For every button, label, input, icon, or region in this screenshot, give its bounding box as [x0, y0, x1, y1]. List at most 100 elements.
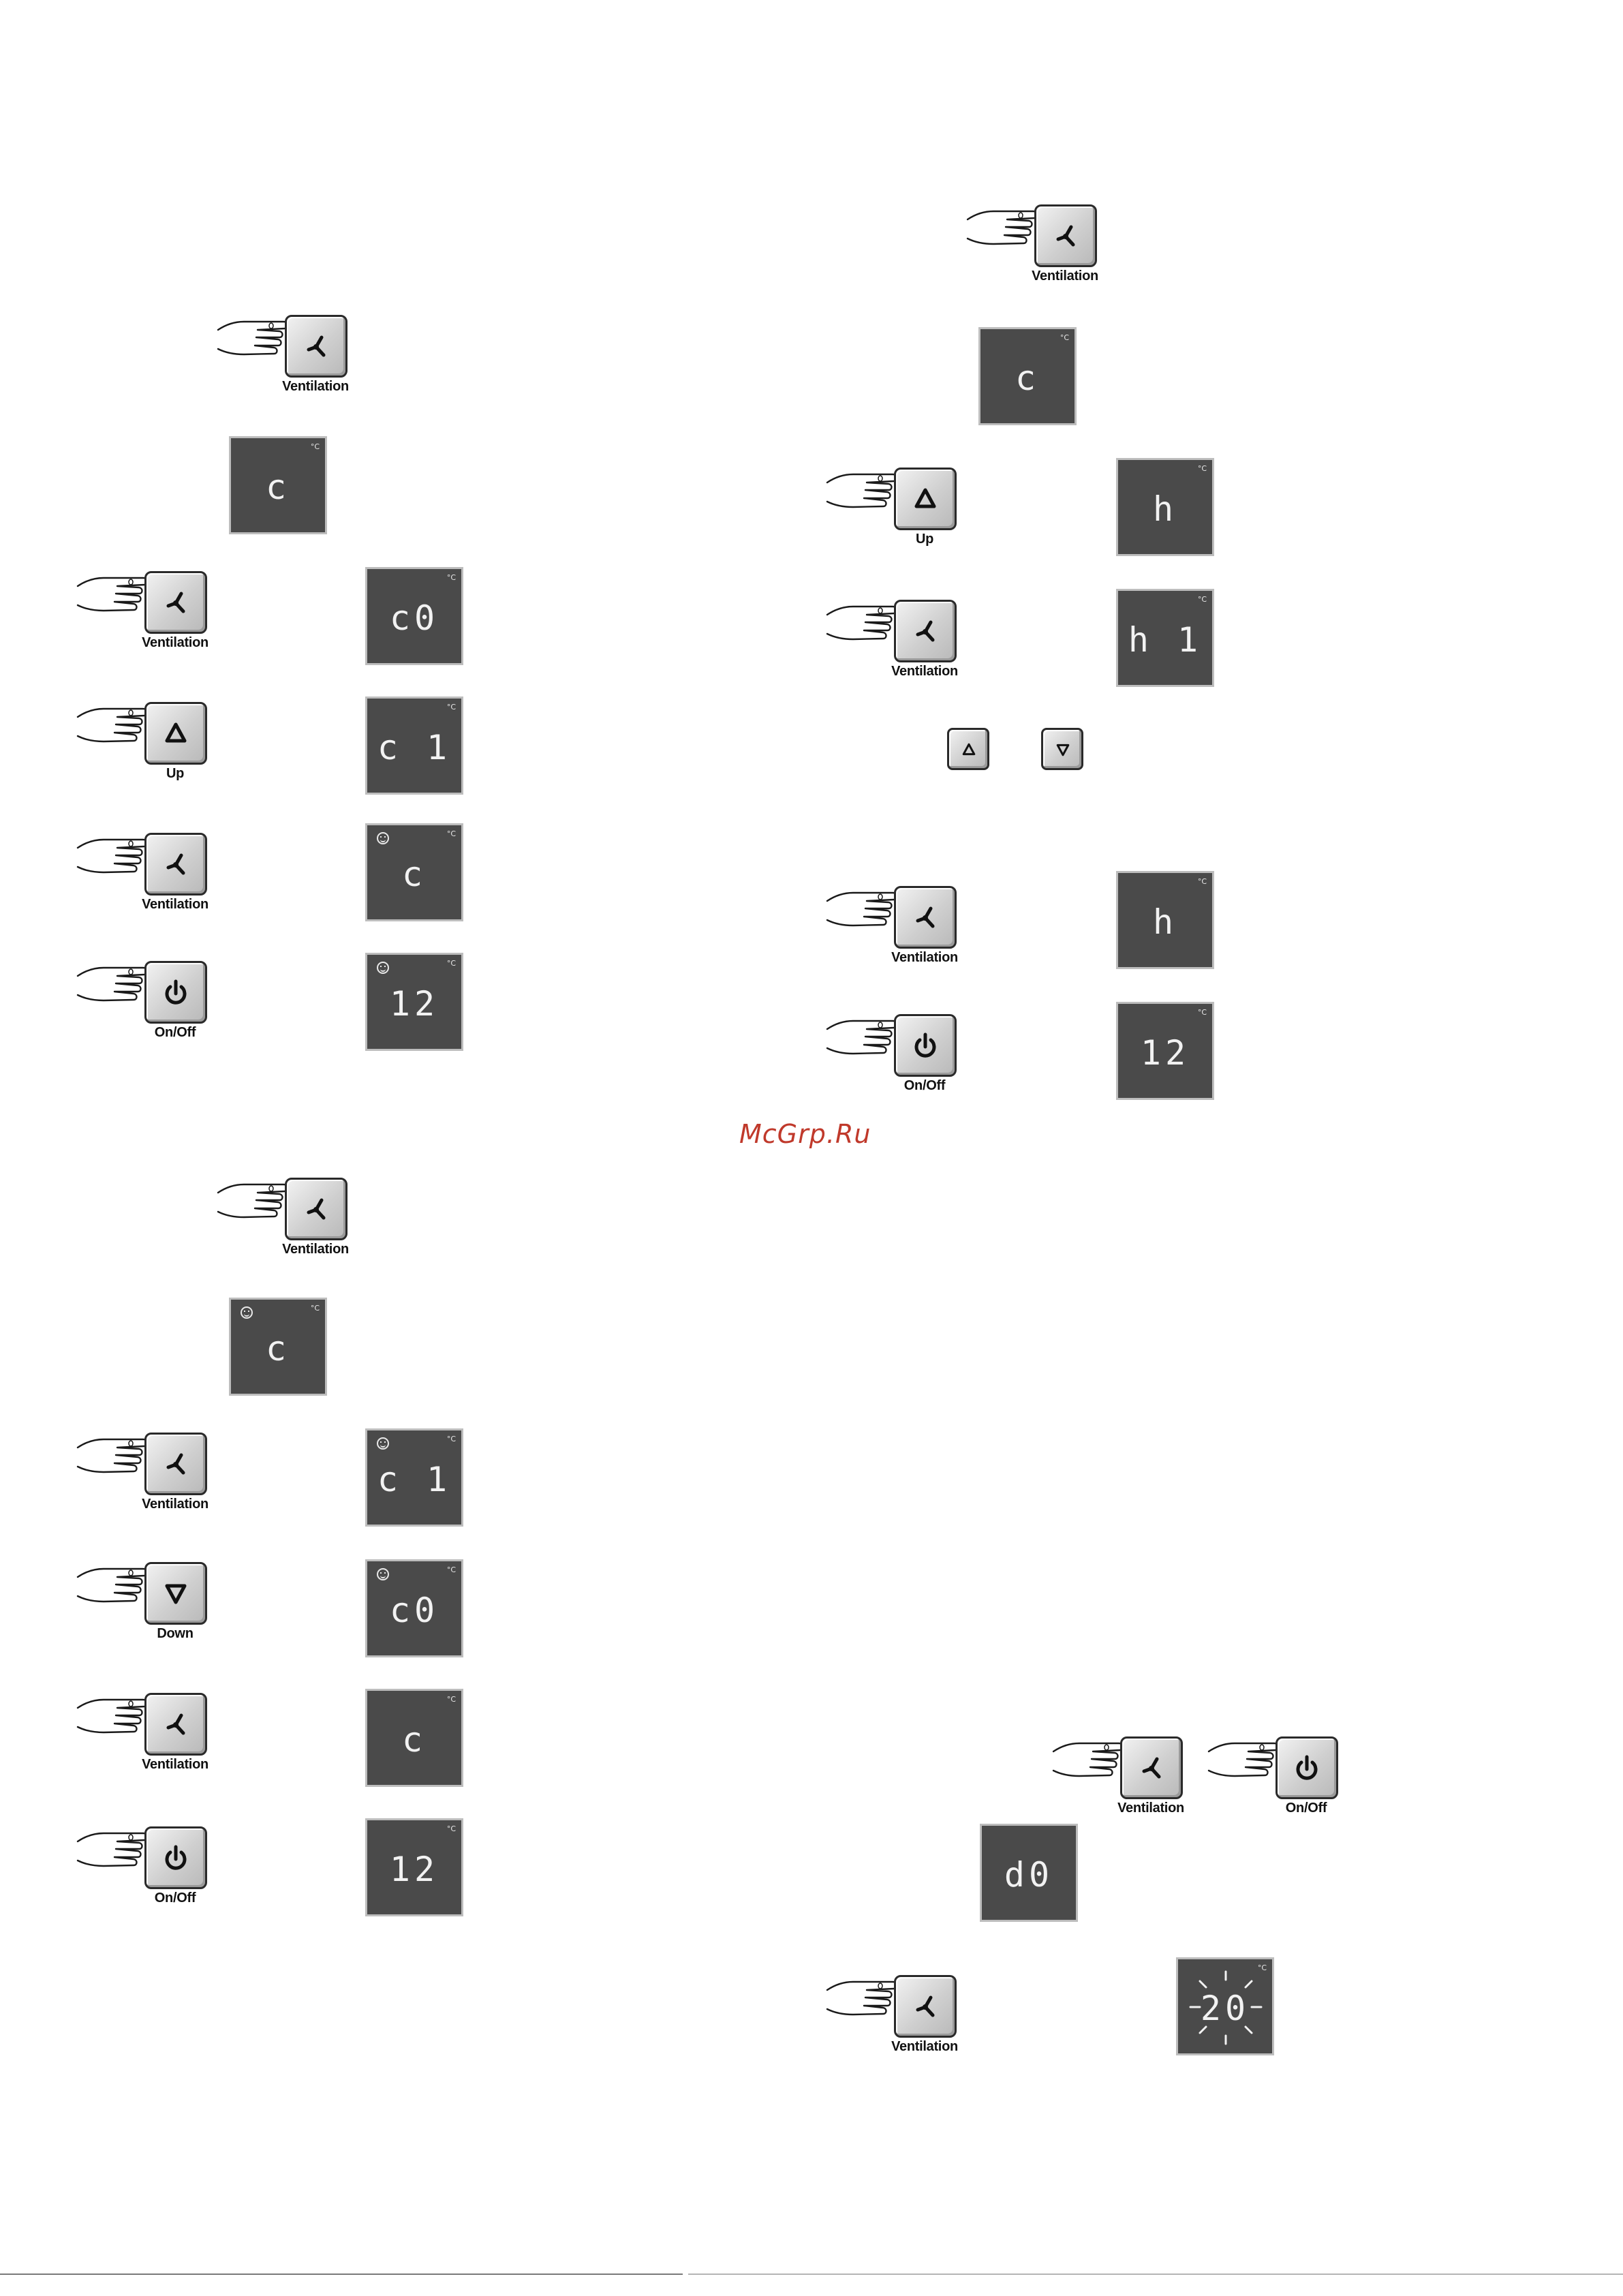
key-label: Ventilation: [1007, 269, 1123, 284]
key-label: Ventilation: [117, 635, 233, 651]
fan-icon: [159, 1447, 193, 1481]
hand-icon: [76, 1562, 151, 1617]
display-value: c: [231, 467, 325, 508]
unit-label: °C: [1060, 333, 1069, 342]
unit-label: °C: [1198, 877, 1207, 886]
ventilation-button[interactable]: [285, 315, 347, 378]
onoff-key-press[interactable]: On/Off: [1207, 1736, 1337, 1825]
ventilation-button[interactable]: [144, 1433, 207, 1495]
key-label: On/Off: [117, 1025, 233, 1041]
display-panel: °C 20: [1176, 1957, 1274, 2055]
ventilation-key-press[interactable]: Ventilation: [826, 600, 955, 688]
ventilation-key-press[interactable]: Ventilation: [76, 571, 206, 660]
fan-icon: [159, 847, 193, 881]
ventilation-button[interactable]: [144, 571, 207, 634]
key-label: Ventilation: [258, 379, 373, 395]
key-label: On/Off: [1248, 1801, 1364, 1816]
down-button[interactable]: [144, 1562, 207, 1625]
ventilation-key-press[interactable]: Ventilation: [76, 1693, 206, 1781]
down-key-press[interactable]: Down: [76, 1562, 206, 1651]
onoff-button[interactable]: [144, 1826, 207, 1889]
display-panel: °C c: [365, 823, 463, 921]
hand-icon: [76, 961, 151, 1015]
onoff-button[interactable]: [894, 1014, 957, 1077]
key-label: Ventilation: [867, 2039, 983, 2055]
fan-icon: [159, 1707, 193, 1741]
unit-label: °C: [311, 1304, 320, 1313]
display-panel: °C c0: [365, 1559, 463, 1657]
power-icon: [908, 1028, 942, 1062]
footer-rule: [0, 2274, 683, 2275]
fan-icon: [1134, 1751, 1169, 1785]
ventilation-key-press[interactable]: Ventilation: [217, 1178, 346, 1266]
ventilation-button[interactable]: [894, 600, 957, 662]
display-value: c0: [367, 1590, 461, 1631]
onoff-button[interactable]: [144, 961, 207, 1024]
ventilation-key-press[interactable]: Ventilation: [826, 1975, 955, 2064]
smile-icon: [377, 832, 389, 844]
unit-label: °C: [447, 1695, 456, 1704]
hand-icon: [76, 833, 151, 887]
display-value: d0: [982, 1854, 1076, 1895]
ventilation-button[interactable]: [894, 886, 957, 949]
unit-label: °C: [447, 959, 456, 968]
ventilation-key-press[interactable]: Ventilation: [76, 1433, 206, 1521]
unit-label: °C: [447, 573, 456, 582]
ventilation-button[interactable]: [1034, 204, 1097, 267]
onoff-button[interactable]: [1276, 1736, 1338, 1799]
up-button[interactable]: [144, 702, 207, 765]
ventilation-button[interactable]: [1120, 1736, 1183, 1799]
key-label: Ventilation: [1093, 1801, 1209, 1816]
ventilation-key-press[interactable]: Ventilation: [826, 886, 955, 975]
display-panel: °C h 1: [1116, 589, 1214, 687]
display-panel: °C c 1: [365, 1428, 463, 1527]
up-button[interactable]: [894, 468, 957, 530]
ventilation-button[interactable]: [144, 833, 207, 896]
hand-icon: [826, 886, 901, 940]
onoff-key-press[interactable]: On/Off: [76, 961, 206, 1050]
display-value: c: [980, 358, 1075, 399]
unit-label: °C: [1198, 464, 1207, 473]
hand-icon: [76, 1433, 151, 1487]
unit-label: °C: [447, 1435, 456, 1443]
hand-icon: [966, 204, 1041, 259]
hand-icon: [1207, 1736, 1282, 1791]
down-arrow-icon: [1053, 739, 1073, 760]
ventilation-key-press[interactable]: Ventilation: [217, 315, 346, 403]
display-panel: °C 12: [365, 1818, 463, 1916]
display-panel: °C c: [365, 1689, 463, 1787]
display-value: h 1: [1118, 619, 1212, 660]
display-panel: °C 12: [365, 953, 463, 1051]
power-icon: [159, 975, 193, 1009]
unit-label: °C: [447, 1824, 456, 1833]
ventilation-key-press[interactable]: Ventilation: [76, 833, 206, 921]
down-button-small[interactable]: [1041, 728, 1083, 770]
up-key-press[interactable]: Up: [826, 468, 955, 556]
display-panel: d0: [980, 1824, 1078, 1922]
display-panel: °C c: [978, 327, 1077, 425]
display-panel: °C c: [229, 436, 327, 534]
key-label: Ventilation: [867, 664, 983, 679]
ventilation-button[interactable]: [285, 1178, 347, 1240]
up-arrow-icon: [908, 482, 942, 516]
unit-label: °C: [447, 703, 456, 711]
hand-icon: [826, 1975, 901, 2030]
onoff-key-press[interactable]: On/Off: [826, 1014, 955, 1103]
ventilation-key-press[interactable]: Ventilation: [1052, 1736, 1181, 1825]
ventilation-key-press[interactable]: Ventilation: [966, 204, 1096, 293]
display-value: c 1: [367, 1459, 461, 1500]
up-key-press[interactable]: Up: [76, 702, 206, 791]
ventilation-button[interactable]: [144, 1693, 207, 1756]
footer-rule: [688, 2274, 1623, 2275]
display-value: c: [367, 1719, 461, 1760]
onoff-key-press[interactable]: On/Off: [76, 1826, 206, 1915]
up-button-small[interactable]: [947, 728, 989, 770]
smile-icon: [377, 962, 389, 974]
power-icon: [159, 1841, 193, 1875]
key-label: Ventilation: [117, 1757, 233, 1773]
key-label: Up: [867, 532, 983, 547]
fan-icon: [299, 1192, 333, 1226]
fan-icon: [908, 614, 942, 648]
display-panel: °C h: [1116, 871, 1214, 969]
ventilation-button[interactable]: [894, 1975, 957, 2038]
